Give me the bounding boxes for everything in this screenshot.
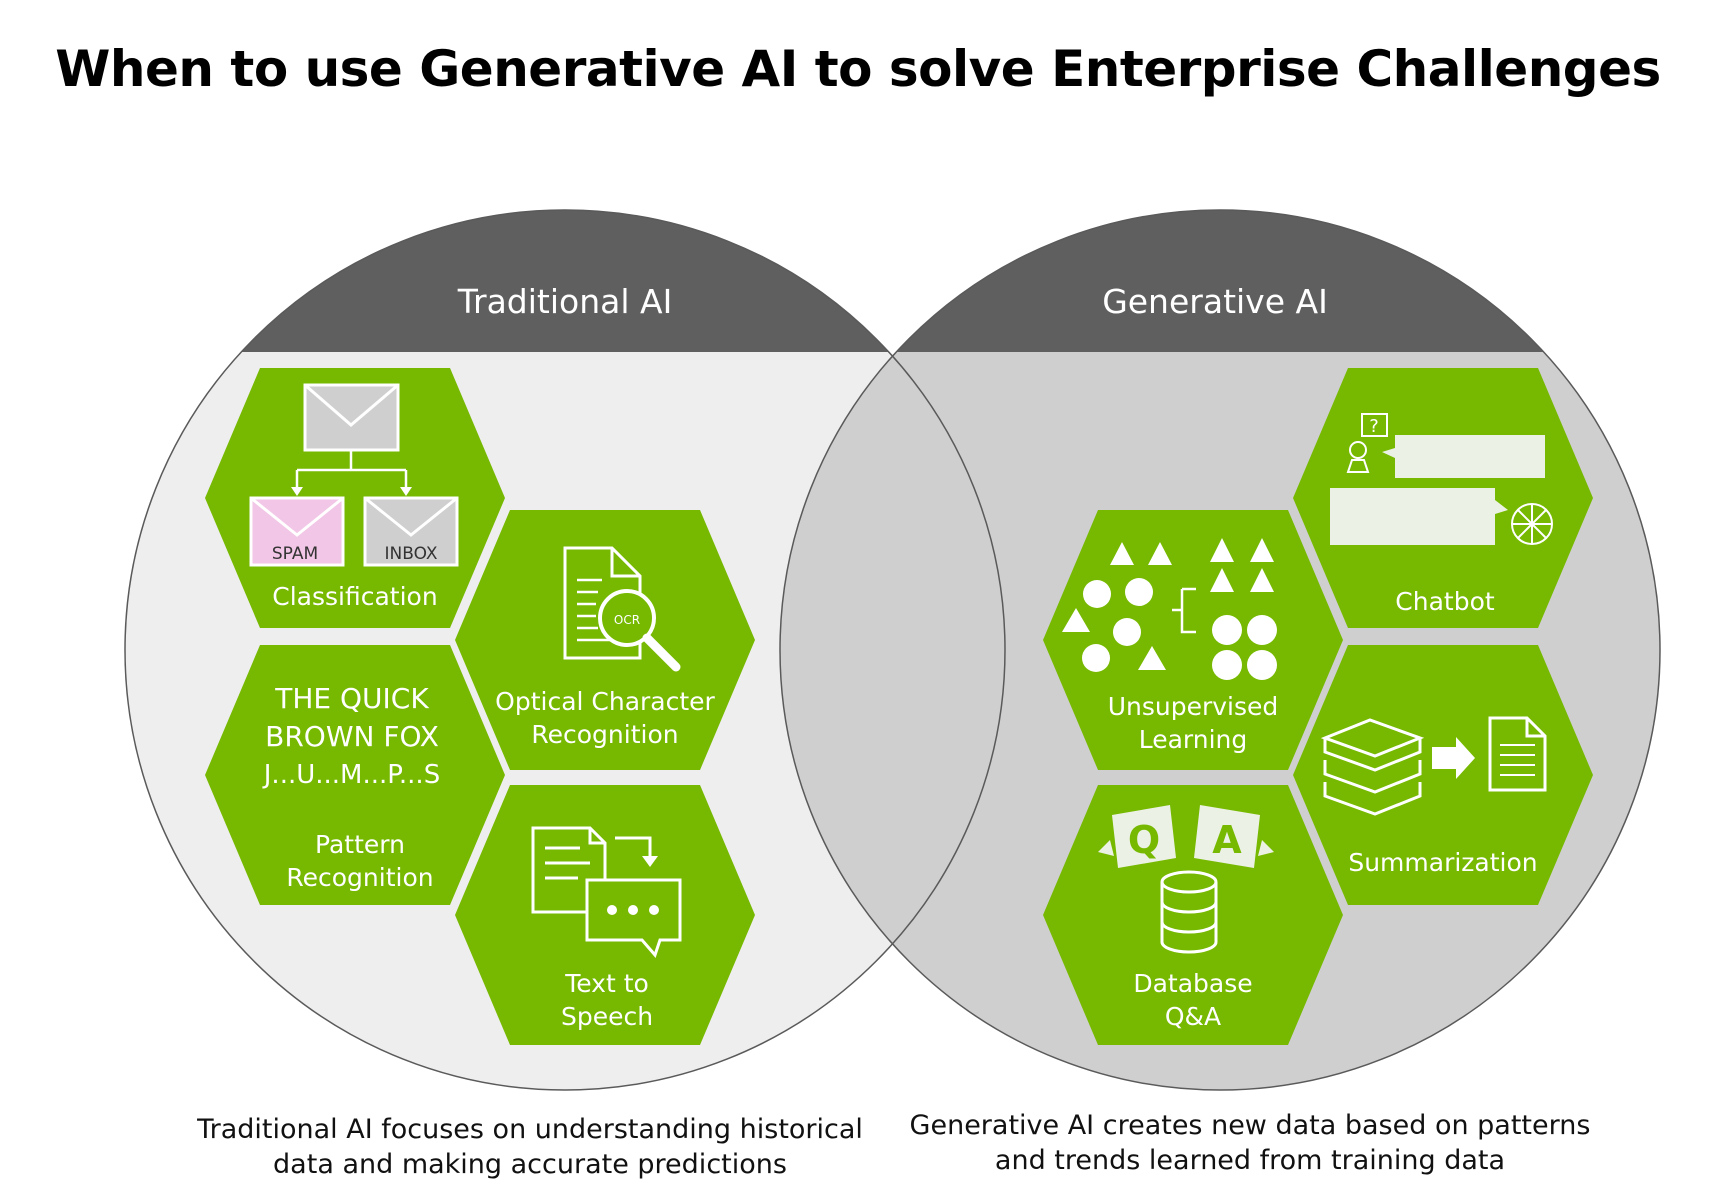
traditional-ai-caption-line1: Traditional AI focuses on understanding …: [197, 1114, 863, 1145]
generative-ai-caption-line2: and trends learned from training data: [994, 1145, 1506, 1176]
page-title: When to use Generative AI to solve Enter…: [55, 40, 1661, 98]
hex-database-qa: Q A Database Q&A: [1043, 785, 1343, 1045]
database-qa-label-line1: Database: [1133, 969, 1252, 998]
chat-bubbles-icon: [1330, 413, 1553, 545]
chatbot-question-mark: ?: [1369, 416, 1379, 437]
pattern-text-line2: BROWN FOX: [265, 720, 439, 753]
tts-label-line1: Text to: [564, 969, 649, 998]
traditional-ai-caption-line2: data and making accurate predictions: [273, 1149, 787, 1180]
traditional-ai-caption: Traditional AI focuses on understanding …: [160, 1112, 900, 1182]
qa-a-letter: A: [1212, 818, 1242, 862]
generative-ai-caption: Generative AI creates new data based on …: [890, 1108, 1610, 1178]
ocr-badge: OCR: [614, 613, 640, 627]
hex-summarization: Summarization: [1293, 645, 1593, 905]
ocr-label-line1: Optical Character: [495, 687, 715, 716]
database-qa-icon: [1098, 805, 1274, 954]
pattern-text-line3: J...U...M...P...S: [262, 760, 440, 790]
traditional-ai-header: Traditional AI: [457, 282, 673, 321]
document-magnifier-icon: [563, 546, 681, 672]
document-to-speech-icon: [531, 826, 682, 958]
hex-text-to-speech: Text to Speech: [455, 785, 755, 1045]
generative-ai-header: Generative AI: [1102, 282, 1328, 321]
email-sort-icon: [249, 383, 459, 567]
hex-chatbot: ? Chatbot: [1293, 368, 1593, 628]
spam-label: SPAM: [272, 544, 318, 564]
qa-q-letter: Q: [1128, 818, 1160, 862]
hex-ocr: OCR Optical Character Recognition: [455, 510, 755, 770]
tts-label-line2: Speech: [561, 1002, 653, 1031]
pattern-label-line2: Recognition: [286, 863, 433, 892]
summarization-label: Summarization: [1348, 848, 1537, 877]
chatbot-label: Chatbot: [1395, 587, 1495, 616]
ocr-label-line2: Recognition: [531, 720, 678, 749]
pattern-label-line1: Pattern: [315, 830, 405, 859]
hex-pattern-recognition: THE QUICK BROWN FOX J...U...M...P...S Pa…: [205, 645, 505, 905]
clustering-shapes-icon: [1062, 538, 1277, 680]
generative-ai-caption-line1: Generative AI creates new data based on …: [909, 1110, 1591, 1141]
inbox-label: INBOX: [384, 544, 437, 564]
books-to-document-icon: [1320, 716, 1547, 816]
hex-unsupervised-learning: Unsupervised Learning: [1043, 510, 1343, 770]
pattern-text-line1: THE QUICK: [274, 682, 429, 715]
hex-classification: SPAM INBOX Classification: [205, 368, 505, 628]
database-qa-label-line2: Q&A: [1165, 1002, 1221, 1031]
unsupervised-label-line2: Learning: [1139, 725, 1248, 754]
classification-label: Classification: [272, 582, 437, 611]
unsupervised-label-line1: Unsupervised: [1108, 692, 1279, 721]
